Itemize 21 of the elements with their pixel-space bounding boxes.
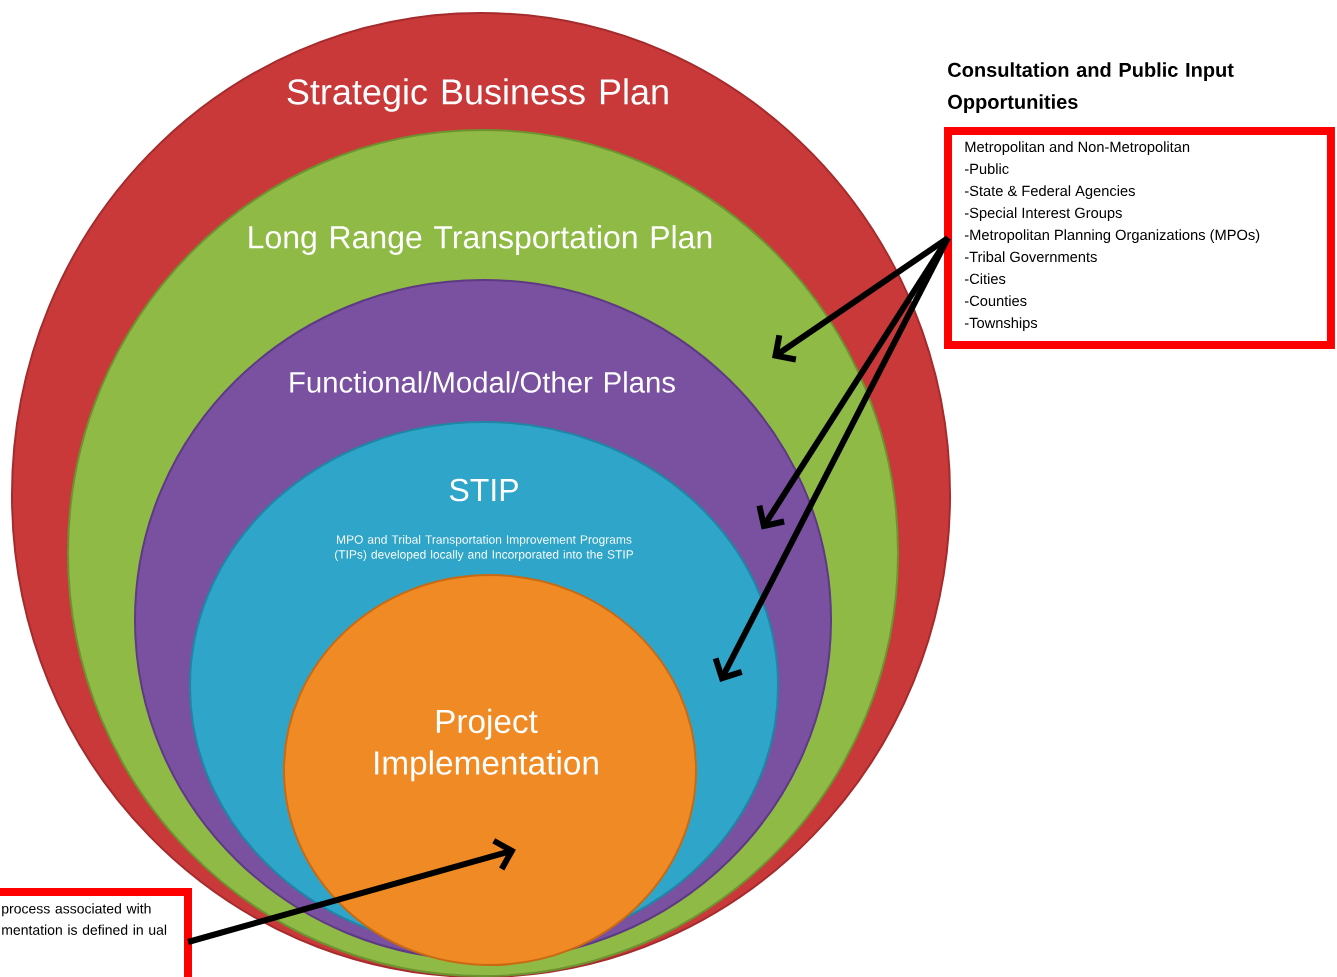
node-label: -Metropolitan Planning Organizations (MPOs) <box>964 229 1260 243</box>
node-label: -State & Federal Agencies <box>964 185 1135 199</box>
node-label: -Counties <box>964 295 1027 307</box>
arrow <box>772 235 950 363</box>
band-label: Strategic Business Plan <box>287 78 668 112</box>
node-label: Metropolitan and Non-Metropolitan <box>965 141 1190 155</box>
band-label: Project Implementation <box>375 708 598 782</box>
band-label: Functional/Modal/Other Plans <box>290 371 675 393</box>
node-label: -Public <box>964 163 1009 175</box>
arrow <box>187 838 516 945</box>
node-label: -Special Interest Groups <box>964 207 1122 221</box>
band-label: STIP <box>449 478 518 502</box>
arrow <box>712 236 951 682</box>
node-label: -Cities <box>964 273 1006 285</box>
band-caption: MPO and Tribal Transportation Improvement Programs (TIPs) developed locally and Incorporated into the STIP <box>335 534 634 562</box>
list-box: Metropolitan and Non-Metropolitan -Public -State & Federal Agencies -Special Interest Groups -Metropolitan Planning Organizations (MPOs) -Tribal Governments -Cities -Counties -Townships <box>944 127 1335 349</box>
node-label: -Tribal Governments <box>964 251 1097 263</box>
note-box: process associated with mentation is defined in ual <box>0 888 192 977</box>
band-label: Long Range Transportation Plan <box>249 225 712 255</box>
node-label: -Townships <box>964 317 1038 331</box>
heading: Consultation and Public Input Opportunities <box>948 62 1234 113</box>
